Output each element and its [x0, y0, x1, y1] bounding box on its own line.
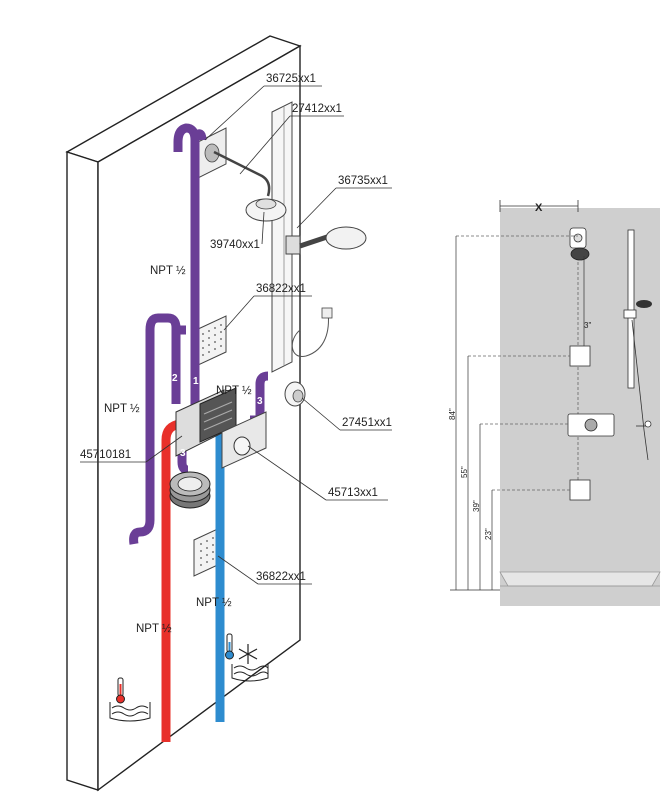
dim-84-label: 84": [448, 408, 457, 420]
callout-hand-shower: 36735xx1: [338, 175, 388, 187]
rough-valve: [169, 387, 237, 509]
hand-shower: [291, 226, 367, 357]
slide-bar: [271, 101, 301, 373]
outlet-number-2: 2: [172, 373, 178, 384]
hot-water-thermometer-icon: [109, 677, 151, 722]
callout-thermostat-trim: 45713xx1: [328, 487, 378, 499]
callout-body-jet-upper: 36822xx1: [256, 283, 306, 295]
thermostat-trim: [221, 411, 267, 469]
dim-3-label: 3": [584, 321, 591, 330]
npt-purple-left: NPT ½: [104, 403, 140, 415]
callout-overhead-shower: 39740xx1: [210, 239, 260, 251]
npt-cold: NPT ½: [196, 597, 232, 609]
callout-slide-bar: 27412xx1: [292, 103, 342, 115]
outlet-number-3b: 3: [180, 448, 186, 459]
callout-rough-valve: 45710181: [80, 449, 131, 461]
callout-wall-outlet: 27451xx1: [342, 417, 392, 429]
npt-purple-upper: NPT ½: [150, 265, 186, 277]
plan-view: X 84": [448, 200, 661, 606]
width-dimension-label: X: [535, 202, 543, 214]
leader-lines: [80, 85, 392, 585]
overhead-shower: [197, 127, 287, 222]
outlet-number-3a: 3: [257, 396, 263, 407]
cold-water-snowflake-icon: [225, 633, 269, 682]
npt-hot: NPT ½: [136, 623, 172, 635]
dim-23-label: 23": [484, 528, 493, 540]
callout-overhead-arm: 36725xx1: [266, 73, 316, 85]
outlet-pipes: [129, 123, 269, 545]
dim-55-label: 55": [460, 466, 469, 478]
wall-outlet: [284, 381, 306, 407]
callout-body-jet-lower: 36822xx1: [256, 571, 306, 583]
npt-purple-right: NPT ½: [216, 385, 252, 397]
dim-39-label: 39": [472, 500, 481, 512]
outlet-number-1: 1: [193, 376, 199, 387]
